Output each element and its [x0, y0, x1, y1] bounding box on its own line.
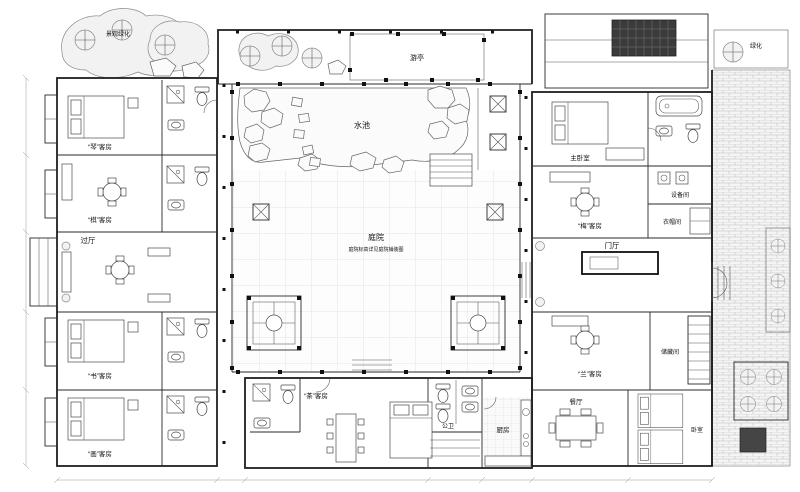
planter-square: [733, 361, 789, 421]
pavilion-label: 游亭: [410, 53, 424, 62]
equipment-room-fixtures: [657, 171, 689, 185]
entrance-hall-furniture: [521, 241, 659, 307]
right-wing: 主卧室 “梅”客房 设备间 衣帽间 门厅 “兰”客房 储藏间 餐厅: [521, 92, 712, 466]
greenery-label: 绿化: [750, 42, 762, 50]
guestroom-cha-label: “茶”客房: [304, 391, 328, 400]
wardrobe-symbol: [605, 147, 645, 161]
bed-symbol: [637, 393, 684, 428]
guestroom-shu-label: “书”客房: [88, 371, 112, 380]
planter-symbol: [489, 95, 507, 113]
table-symbol: [570, 325, 600, 355]
tea-table-set: [326, 413, 365, 463]
pond-deck: [429, 153, 473, 187]
tree-symbol: [770, 238, 786, 254]
entry-steps-east: [717, 266, 731, 300]
hedge-strip: [765, 227, 791, 333]
tree-symbol: [271, 35, 293, 57]
kitchen: [483, 397, 532, 467]
nightstand-symbol: [127, 97, 139, 109]
cabinet-symbol: [61, 163, 73, 201]
central-courtyard: 水池 庭院 庭院标高详见庭院铺装图: [231, 84, 521, 373]
kitchen-label: 厨房: [497, 425, 510, 434]
tree-symbol: [740, 369, 756, 385]
tree-symbol: [301, 47, 323, 69]
courtyard-label: 庭院: [368, 232, 384, 242]
dining-table-symbol: [548, 408, 604, 448]
storage-shelves: [687, 315, 711, 385]
public-wc-label: 公卫: [442, 423, 454, 430]
paving-grid: [232, 170, 520, 372]
bathroom-fixtures: [253, 384, 295, 428]
master-bedroom-label: 主卧室: [570, 153, 590, 162]
bed-symbol: [67, 319, 125, 363]
tree-symbol: [722, 41, 744, 63]
public-wc-fixtures: [435, 380, 479, 424]
cabinet-symbol: [549, 171, 591, 183]
bed-symbol: [67, 95, 125, 139]
bay-windows-west: [29, 94, 58, 447]
table-symbol: [97, 177, 127, 207]
bed-symbol: [551, 101, 609, 145]
door-swings: [203, 99, 728, 410]
bathroom-fixtures: [167, 318, 209, 362]
cloakroom-label: 衣帽间: [663, 218, 681, 226]
reception-counter: [581, 251, 659, 275]
bed-symbol: [389, 401, 433, 459]
landscape-topleft: 景观绿化: [61, 8, 210, 79]
passage-hall-label: 过厅: [81, 235, 96, 245]
left-wing: “琴”客房 “棋”客房 过厅 “书”客房 “画”客房: [29, 80, 217, 466]
stepping-stones: [290, 96, 321, 168]
bathroom-fixtures: [167, 166, 209, 210]
entry-steps-south: [430, 439, 480, 457]
roof-block-northeast: 绿化: [544, 13, 789, 89]
colonnades: [222, 30, 528, 466]
dimension-lines: [22, 74, 716, 484]
guestroom-lan-label: “兰”客房: [578, 369, 602, 378]
pond-label: 水池: [354, 120, 370, 130]
bedroom-label: 卧室: [691, 426, 703, 434]
cabinet-symbol: [551, 315, 589, 327]
equipment-room-label: 设备间: [671, 191, 689, 199]
table-symbol: [570, 187, 600, 217]
east-path: [711, 69, 791, 467]
entrance-hall-label: 门厅: [605, 241, 620, 250]
landscape-label: 景观绿化: [106, 30, 130, 38]
tree-symbol: [766, 396, 782, 412]
nightstand-symbol: [127, 399, 139, 411]
tree-symbol: [154, 34, 176, 56]
planter-symbol: [489, 133, 507, 151]
tree-symbol: [770, 308, 786, 324]
outer-walls: [56, 29, 713, 469]
guestroom-qi-label: “棋”客房: [88, 215, 112, 224]
courtyard-note: 庭院标高详见庭院铺装图: [348, 246, 403, 253]
dining-room-label: 餐厅: [570, 397, 584, 406]
tree-symbol: [740, 396, 756, 412]
bed-symbol: [67, 397, 125, 441]
passage-hall-furniture: [61, 241, 171, 303]
master-bathroom-fixtures: [655, 95, 703, 143]
storage-room-label: 储藏间: [661, 348, 679, 356]
guestroom-hua-label: “画”客房: [88, 449, 112, 458]
south-band: “茶”客房 公卫 厨房: [250, 378, 532, 468]
bed-symbol: [637, 429, 684, 464]
top-band-garden: 游亭: [238, 32, 486, 82]
tree-symbol: [770, 273, 786, 289]
tree-symbol: [74, 29, 96, 51]
tree-symbol: [766, 369, 782, 385]
dark-feature-block: [739, 427, 767, 453]
guestroom-qin-label: “琴”客房: [88, 142, 112, 151]
bathroom-fixtures: [167, 86, 209, 130]
bathroom-fixtures: [167, 396, 209, 440]
tree-symbol: [239, 45, 261, 67]
south-steps: [352, 359, 392, 371]
nightstand-symbol: [127, 321, 139, 333]
guestroom-mei-label: “梅”客房: [578, 221, 602, 230]
